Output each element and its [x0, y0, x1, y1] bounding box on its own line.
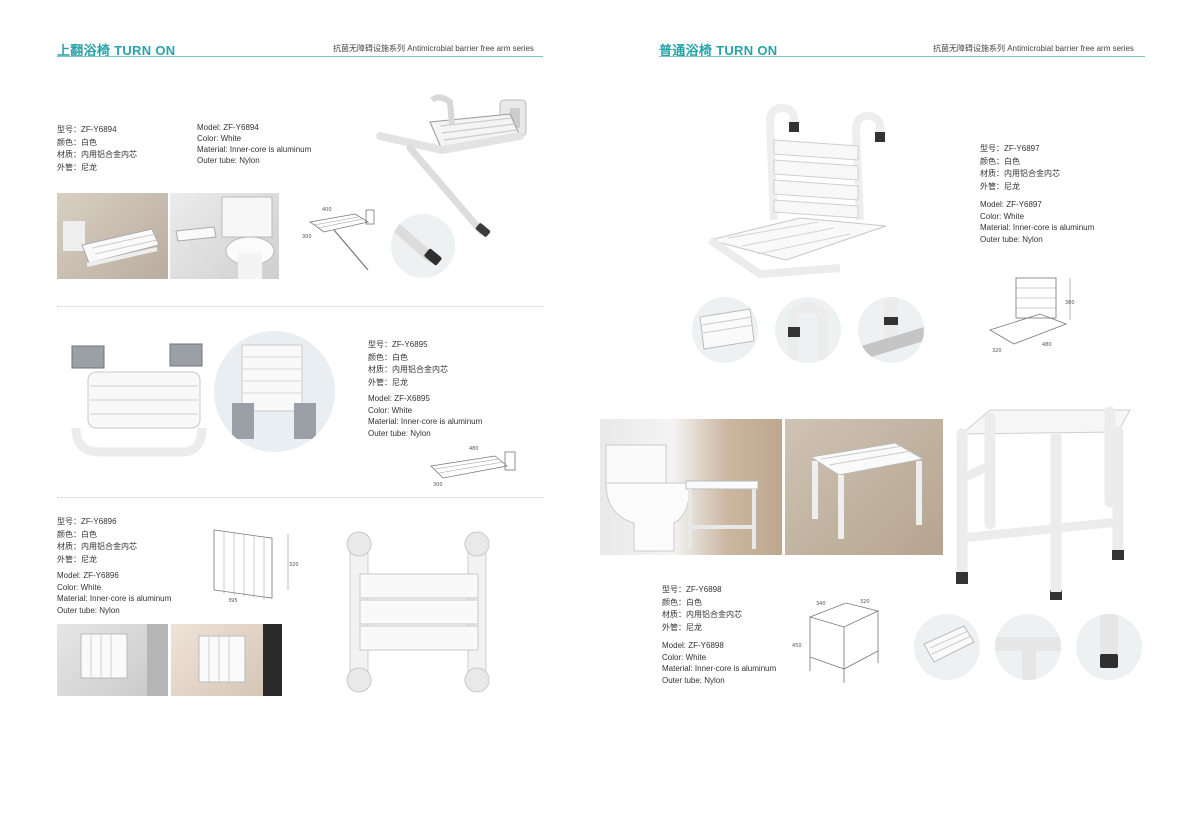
y6894-photo-installed: [57, 193, 168, 279]
y6895-back-view-circle: [214, 331, 335, 452]
svg-text:300: 300: [433, 482, 443, 488]
right-page-subtitle: 抗菌无障碍设施系列 Antimicrobial barrier free arm…: [933, 44, 1134, 53]
svg-text:480: 480: [1042, 342, 1052, 348]
svg-text:400: 400: [322, 207, 332, 213]
svg-text:450: 450: [792, 643, 802, 649]
right-page-title: 普通浴椅 TURN ON: [659, 43, 778, 58]
y6897-detail-circle-2: [775, 297, 841, 363]
svg-text:320: 320: [289, 562, 299, 568]
y6898-product-image: [956, 406, 1131, 600]
y6898-photo-installed: [785, 419, 943, 555]
y6897-detail-circle-1: [692, 297, 758, 363]
right-header-rule: [659, 56, 1145, 57]
y6898-detail-circle-1: [914, 614, 980, 680]
y6894-detail-circle: [391, 214, 455, 278]
y6898-dimension-drawing: 340 320 450: [792, 599, 880, 683]
y6897-product-image: [707, 103, 887, 279]
y6898-detail-circle-3: [1076, 614, 1142, 680]
svg-text:480: 480: [469, 446, 479, 452]
svg-text:395: 395: [228, 598, 238, 604]
svg-text:300: 300: [302, 234, 312, 240]
left-divider-1: [57, 306, 543, 307]
left-page-title: 上翻浴椅 TURN ON: [57, 43, 176, 58]
y6897-detail-circle-3: [858, 297, 924, 363]
y6894-photo-bathroom: [170, 193, 279, 279]
y6898-photo-toilet: [600, 419, 782, 555]
y6894-product-image: [376, 94, 527, 237]
left-header-rule: [57, 56, 543, 57]
svg-text:380: 380: [1065, 300, 1075, 306]
y6898-detail-circle-2: [995, 614, 1061, 680]
y6897-dimension-drawing: 380 320 480: [989, 277, 1075, 354]
svg-text:320: 320: [860, 599, 870, 605]
y6896-product-image: [346, 531, 490, 693]
left-page-subtitle: 抗菌无障碍设施系列 Antimicrobial barrier free arm…: [333, 44, 534, 53]
svg-text:320: 320: [992, 348, 1002, 354]
svg-text:340: 340: [816, 601, 826, 607]
y6895-product-image: [71, 343, 207, 457]
y6896-photo-1: [57, 624, 168, 696]
y6896-dimension-drawing: 320 395: [213, 529, 299, 604]
y6895-dimension-drawing: 480 300: [430, 446, 516, 488]
y6894-dimension-drawing: 400 300: [302, 207, 375, 271]
left-divider-2: [57, 497, 543, 498]
y6896-photo-2: [171, 624, 282, 696]
